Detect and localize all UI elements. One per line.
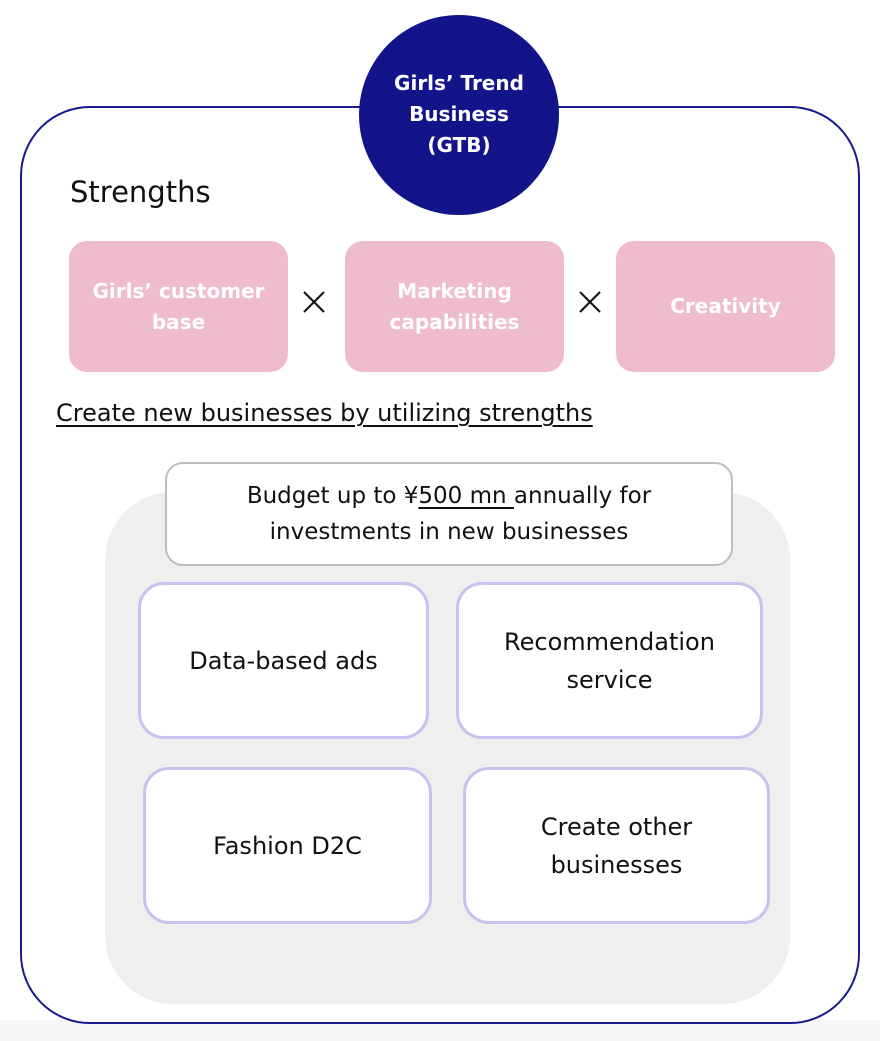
- business-card-label: Recommendation: [504, 627, 715, 656]
- business-card-label: Create other: [540, 812, 693, 841]
- gtb-badge: Girls’ Trend Business (GTB): [359, 15, 559, 215]
- bottom-strip: [0, 1020, 880, 1041]
- strength-label-line: Creativity: [670, 294, 781, 318]
- business-card-data-based-ads: Data-based ads: [138, 582, 429, 739]
- strength-girls-customer-base: Girls’ customer base: [69, 241, 288, 372]
- budget-box: Budget up to ¥500 mn annually for invest…: [165, 462, 733, 566]
- budget-line-2: investments in new businesses: [269, 519, 629, 545]
- strength-label-line: base: [151, 309, 206, 334]
- budget-prefix: Budget up to ¥: [246, 483, 419, 509]
- strengths-title: Strengths: [70, 175, 211, 209]
- business-card-label: businesses: [550, 850, 683, 879]
- strength-creativity: Creativity: [616, 241, 835, 372]
- budget-amount: 500 mn: [418, 483, 514, 509]
- budget-suffix: annually for: [513, 483, 652, 509]
- business-card-create-other-businesses: Create other businesses: [463, 767, 770, 924]
- business-card-label: service: [566, 665, 653, 694]
- create-new-businesses-heading: Create new businesses by utilizing stren…: [56, 399, 593, 427]
- business-card-label: Fashion D2C: [213, 831, 362, 860]
- budget-line-1: Budget up to ¥500 mn annually for: [247, 478, 651, 514]
- business-card-recommendation-service: Recommendation service: [456, 582, 763, 739]
- strength-label-line: Girls’ customer: [92, 278, 265, 303]
- gtb-badge-text: Girls’ Trend Business (GTB): [394, 68, 524, 161]
- business-card-label: Data-based ads: [189, 646, 378, 675]
- strength-label-line: Marketing: [397, 278, 512, 303]
- times-icon: [303, 291, 325, 313]
- business-card-fashion-d2c: Fashion D2C: [143, 767, 432, 924]
- new-business-panel: [105, 492, 790, 1004]
- times-icon: [579, 291, 601, 313]
- strength-marketing-capabilities: Marketing capabilities: [345, 241, 564, 372]
- gtb-line-3: (GTB): [427, 132, 491, 157]
- strength-label-line: capabilities: [389, 309, 520, 334]
- gtb-line-2: Business: [409, 101, 509, 126]
- gtb-line-1: Girls’ Trend: [394, 70, 524, 95]
